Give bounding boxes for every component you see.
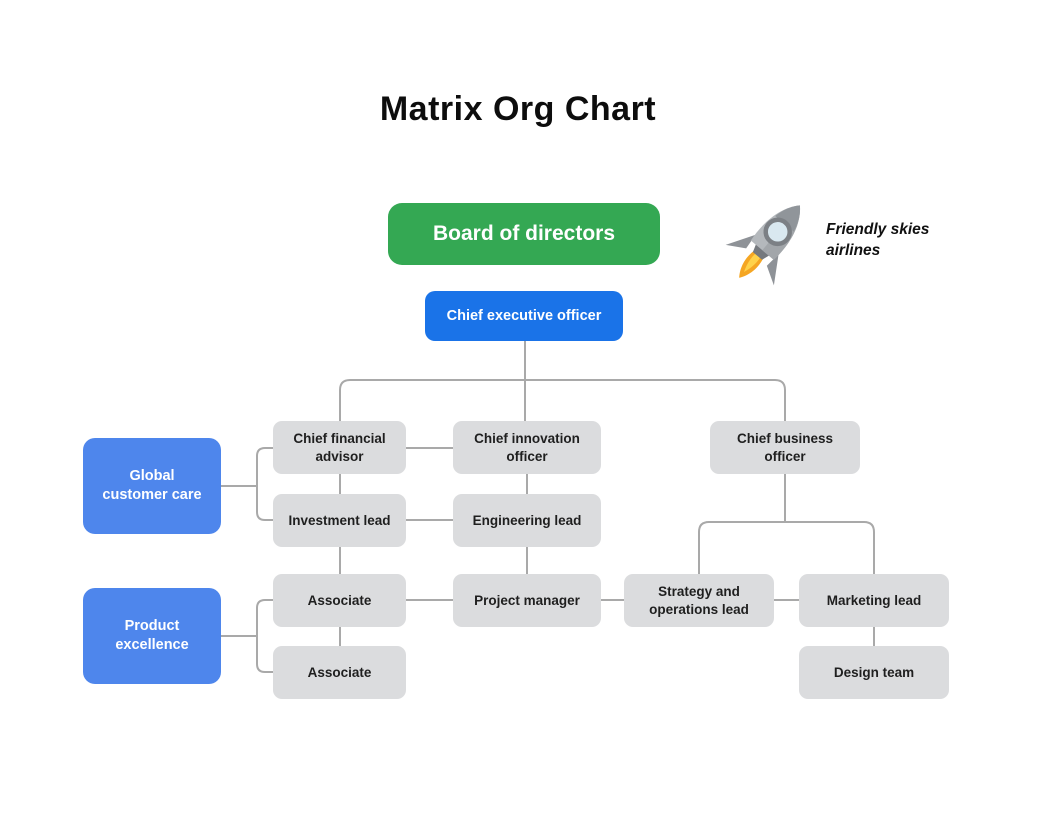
- node-label: Strategy and operations lead: [649, 583, 749, 617]
- company-name-line1: Friendly skies: [826, 221, 930, 239]
- node-global-customer-care[interactable]: Global customer care: [83, 438, 221, 534]
- node-investment-lead[interactable]: Investment lead: [273, 494, 406, 547]
- company-name: Friendly skies airlines: [826, 220, 929, 262]
- node-chief-innovation-officer[interactable]: Chief innovation officer: [453, 421, 601, 474]
- node-label: Chief financial advisor: [293, 430, 386, 464]
- node-label: Chief innovation officer: [474, 430, 580, 464]
- rocket-icon: [701, 172, 839, 310]
- node-product-excellence[interactable]: Product excellence: [83, 588, 221, 684]
- node-board-of-directors[interactable]: Board of directors: [388, 203, 660, 265]
- node-label: Marketing lead: [826, 592, 922, 608]
- node-label: Project manager: [474, 592, 580, 608]
- page-title: Matrix Org Chart: [379, 90, 657, 128]
- node-strategy-operations-lead[interactable]: Strategy and operations lead: [624, 574, 774, 627]
- node-label: Chief business officer: [736, 430, 834, 464]
- company-name-line2: airlines: [826, 242, 881, 259]
- company-logo[interactable]: Friendly skies airlines: [722, 186, 952, 296]
- node-label: Chief executive officer: [446, 307, 602, 324]
- node-label: Associate: [307, 664, 372, 680]
- node-chief-executive-officer[interactable]: Chief executive officer: [425, 291, 623, 341]
- node-design-team[interactable]: Design team: [799, 646, 949, 699]
- node-chief-business-officer[interactable]: Chief business officer: [710, 421, 860, 474]
- node-label: Associate: [307, 592, 372, 608]
- node-marketing-lead[interactable]: Marketing lead: [799, 574, 949, 627]
- node-chief-financial-advisor[interactable]: Chief financial advisor: [273, 421, 406, 474]
- node-associate-1[interactable]: Associate: [273, 574, 406, 627]
- node-associate-2[interactable]: Associate: [273, 646, 406, 699]
- node-label: Product excellence: [115, 618, 189, 653]
- node-project-manager[interactable]: Project manager: [453, 574, 601, 627]
- node-label: Design team: [833, 664, 915, 680]
- node-label: Investment lead: [288, 512, 391, 528]
- node-engineering-lead[interactable]: Engineering lead: [453, 494, 601, 547]
- node-label: Engineering lead: [472, 512, 582, 528]
- node-label: Board of directors: [432, 222, 616, 246]
- node-label: Global customer care: [102, 468, 202, 503]
